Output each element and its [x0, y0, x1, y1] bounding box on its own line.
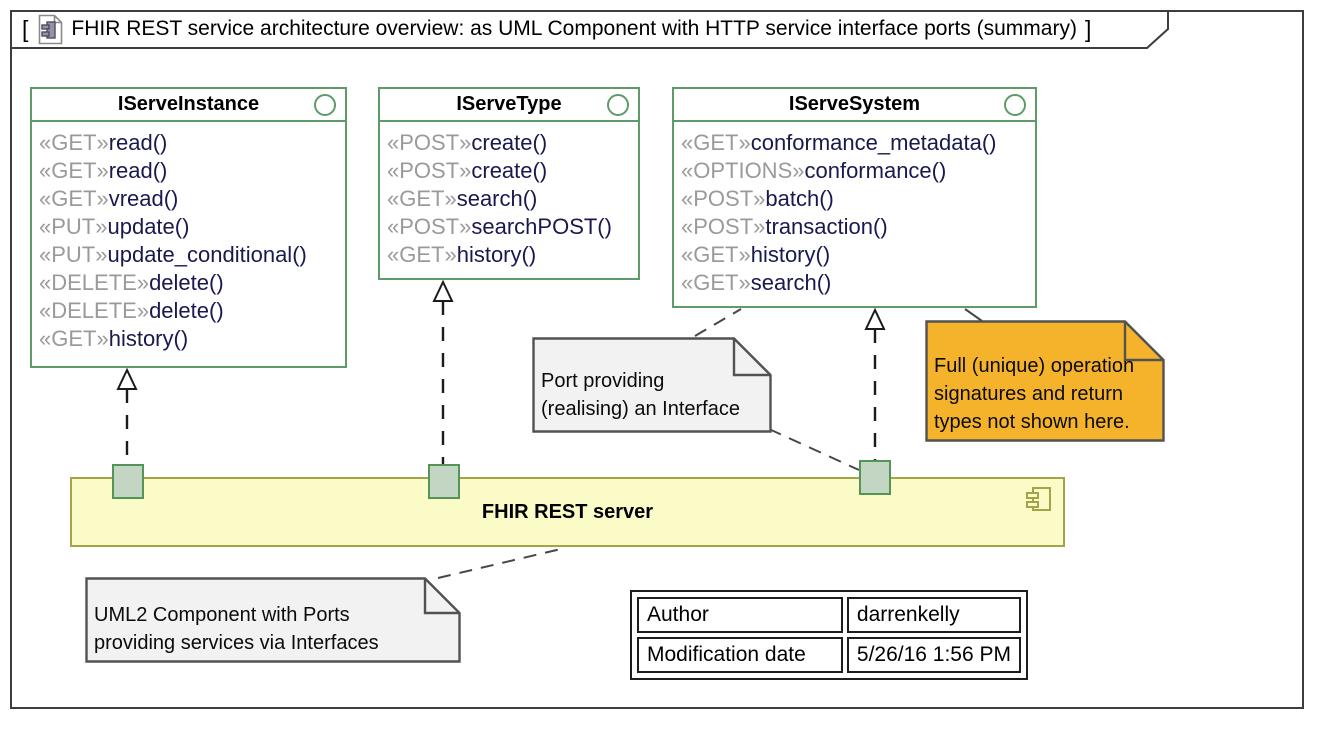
component-document-icon [39, 14, 63, 44]
operation: «DELETE»delete() [39, 270, 224, 295]
info-value-modification-date: 5/26/16 1:56 PM [846, 637, 1021, 673]
operation: «POST»create() [387, 130, 548, 155]
port-iservetype[interactable] [428, 464, 460, 499]
operation: «OPTIONS»conformance() [681, 158, 947, 183]
component-label: FHIR REST server [481, 500, 654, 523]
frame-title: [ FHIR REST service architecture overvie… [22, 13, 1091, 45]
interface-header: IServeSystem [674, 89, 1035, 122]
realization-arrowhead-iserveinstance [116, 367, 138, 390]
operation: «POST»searchPOST() [387, 214, 612, 239]
info-value-author: darrenkelly [846, 597, 1021, 633]
operation-list: «POST»create() «POST»create() «GET»searc… [380, 122, 638, 269]
operation: «GET»history() [387, 242, 537, 267]
operation: «GET»vread() [39, 186, 179, 211]
table-row: Author darrenkelly [637, 597, 1021, 633]
interface-circle-icon [607, 94, 629, 116]
operation: «POST»batch() [681, 186, 834, 211]
operation: «GET»read() [39, 158, 168, 183]
operation-list: «GET»conformance_metadata() «OPTIONS»con… [674, 122, 1035, 297]
interface-iservetype[interactable]: IServeType «POST»create() «POST»create()… [378, 87, 640, 280]
anchor-portnote-to-iservesystem [694, 308, 742, 337]
note-port-providing[interactable]: Port providing (realising) an Interface [532, 337, 772, 433]
note-text: Full (unique) operation signatures and r… [934, 355, 1135, 433]
info-label-author: Author [637, 597, 843, 633]
note-shape [925, 320, 1165, 442]
interface-header: IServeType [380, 89, 638, 122]
note-text: Port providing (realising) an Interface [541, 370, 740, 420]
interface-circle-icon [314, 94, 336, 116]
interface-iservesystem[interactable]: IServeSystem «GET»conformance_metadata()… [672, 87, 1037, 308]
operation-list: «GET»read() «GET»read() «GET»vread() «PU… [32, 122, 345, 353]
anchor-signaturenote-to-iservesystem [964, 308, 983, 322]
realization-arrowhead-iservetype [432, 279, 454, 302]
anchor-componentnote-to-component [437, 548, 562, 579]
operation: «DELETE»delete() [39, 298, 224, 323]
operation: «PUT»update_conditional() [39, 242, 307, 267]
component-fhir-rest-server[interactable]: FHIR REST server [70, 477, 1065, 547]
info-label-modification-date: Modification date [637, 637, 843, 673]
uml-component-icon [1026, 487, 1051, 511]
note-shape [532, 337, 772, 433]
anchor-portnote-to-port [768, 428, 860, 471]
operation: «GET»read() [39, 130, 168, 155]
interface-name: IServeInstance [117, 93, 260, 115]
interface-header: IServeInstance [32, 89, 345, 122]
table-row: Modification date 5/26/16 1:56 PM [637, 637, 1021, 673]
interface-circle-icon [1004, 94, 1026, 116]
operation: «GET»search() [681, 270, 832, 295]
realization-arrowhead-iservesystem [864, 307, 886, 330]
port-iservesystem[interactable] [859, 460, 891, 495]
operation: «GET»conformance_metadata() [681, 130, 997, 155]
frame-title-close-bracket: ] [1084, 15, 1092, 42]
interface-name: IServeType [456, 93, 562, 115]
note-uml2-component[interactable]: UML2 Component with Ports providing serv… [85, 577, 461, 663]
operation: «POST»create() [387, 158, 548, 183]
port-iserveinstance[interactable] [112, 464, 144, 499]
operation: «PUT»update() [39, 214, 190, 239]
note-shape [85, 577, 461, 663]
operation: «GET»history() [681, 242, 831, 267]
frame-title-pentagon [10, 10, 1169, 49]
note-operation-signatures[interactable]: Full (unique) operation signatures and r… [925, 320, 1165, 442]
diagram-info-table: Author darrenkelly Modification date 5/2… [630, 590, 1028, 680]
operation: «GET»history() [39, 326, 189, 351]
frame-title-text: FHIR REST service architecture overview:… [71, 17, 1077, 40]
operation: «GET»search() [387, 186, 538, 211]
frame-title-open-bracket: [ [22, 15, 29, 42]
operation: «POST»transaction() [681, 214, 888, 239]
interface-name: IServeSystem [788, 93, 921, 115]
interface-iserveinstance[interactable]: IServeInstance «GET»read() «GET»read() «… [30, 87, 347, 368]
note-text: UML2 Component with Ports providing serv… [94, 604, 379, 654]
